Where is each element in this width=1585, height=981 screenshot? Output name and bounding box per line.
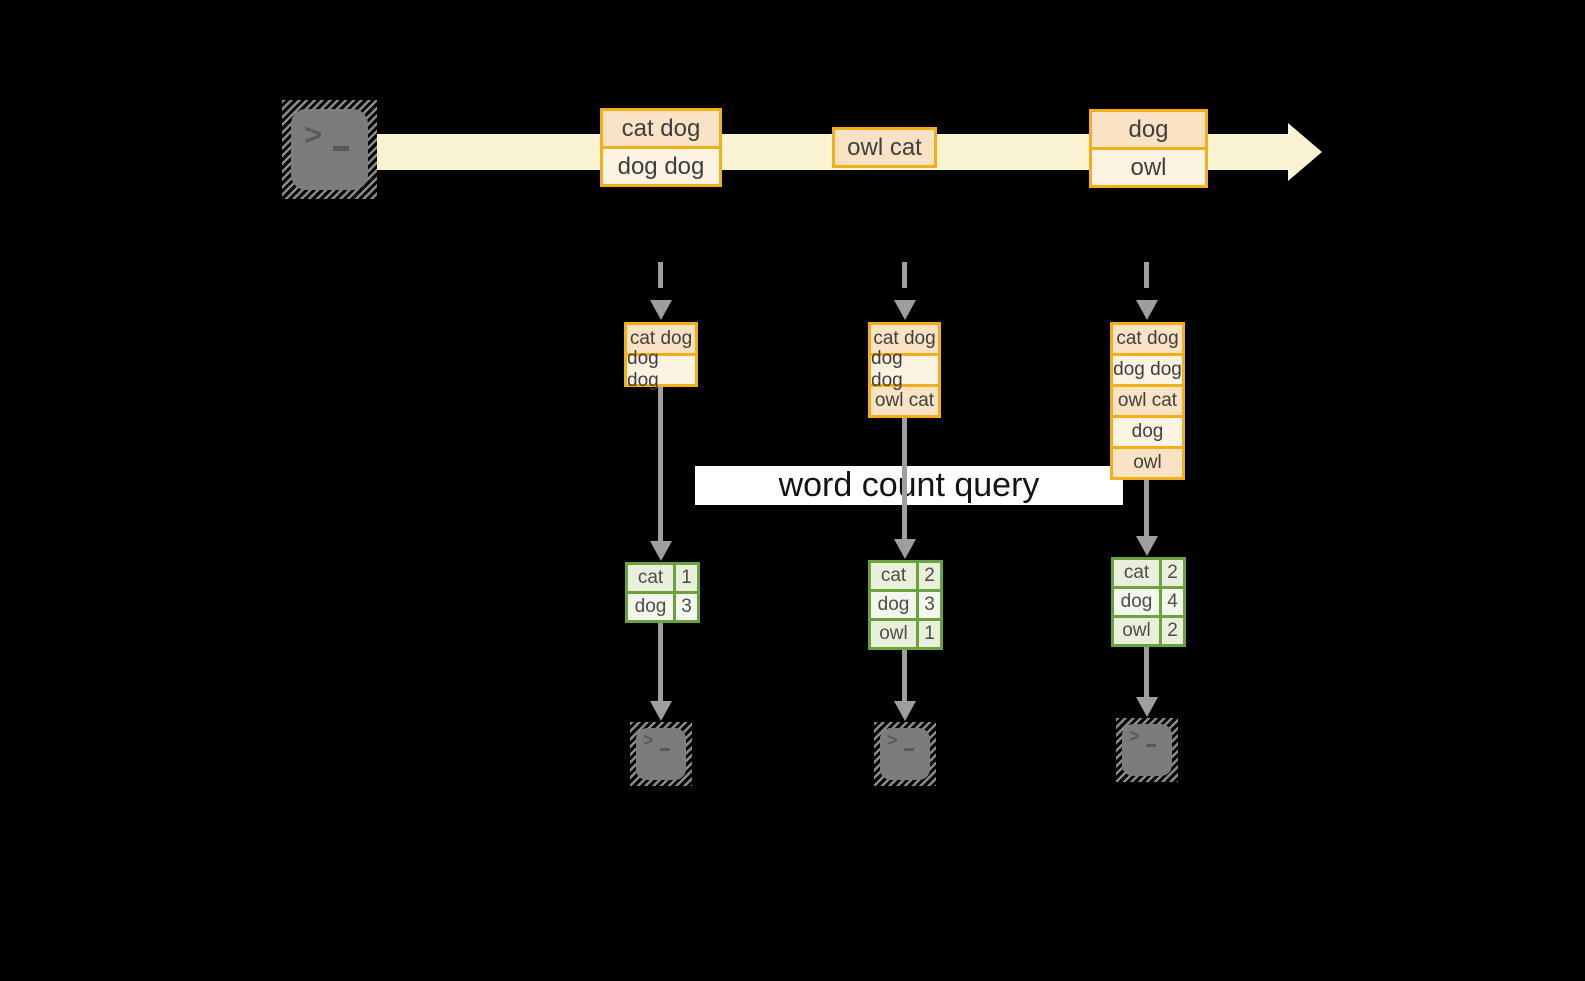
result-row: dog 3: [871, 589, 940, 618]
sink-arrow: [1144, 647, 1149, 697]
stream-event-box: owl cat: [832, 127, 937, 168]
result-word-cell: cat: [880, 565, 907, 586]
terminal-cursor-icon: [904, 748, 914, 751]
buffer-box: cat dog dog dog owl cat: [868, 322, 941, 418]
result-word-cell: dog: [877, 594, 910, 615]
sink-terminal-icon: >: [1116, 718, 1178, 782]
source-terminal-icon: >: [282, 100, 377, 199]
ingest-arrowhead-icon: [1136, 300, 1158, 320]
terminal-prompt-icon: >: [1129, 726, 1140, 746]
buffer-row: dog dog: [871, 348, 938, 391]
result-row: cat 1: [628, 565, 697, 591]
sink-arrow: [658, 623, 663, 701]
result-count-cell: 3: [673, 594, 697, 620]
result-word-cell: owl: [1122, 620, 1151, 641]
terminal-prompt-icon: >: [887, 730, 898, 750]
buffer-row: owl: [1113, 446, 1182, 477]
buffer-row: cat dog: [1113, 325, 1182, 353]
buffer-box: cat dog dog dog: [624, 322, 698, 391]
result-count-cell: 1: [916, 621, 940, 647]
query-label: word count query: [778, 466, 1040, 504]
buffer-box: cat dog dog dog owl cat dog owl: [1110, 322, 1185, 480]
result-row: dog 3: [628, 591, 697, 620]
sink-arrowhead-icon: [894, 701, 916, 721]
ingest-arrow-dashed: [902, 262, 907, 300]
result-count-cell: 2: [916, 563, 940, 589]
stream-arrowhead-icon: [1288, 123, 1322, 181]
buffer-row: dog: [1113, 415, 1182, 446]
terminal-body: >: [636, 728, 686, 780]
terminal-body: >: [880, 728, 930, 780]
query-arrow: [902, 418, 907, 539]
result-count-cell: 2: [1159, 618, 1183, 644]
event-row: dog dog: [603, 146, 719, 184]
sink-arrowhead-icon: [650, 701, 672, 721]
event-row: dog: [1092, 112, 1205, 147]
sink-arrowhead-icon: [1136, 697, 1158, 717]
query-label-bar: word count query: [695, 466, 1123, 505]
query-arrowhead-icon: [894, 539, 916, 559]
stream-event-box: cat dog dog dog: [600, 108, 722, 187]
buffer-row: dog dog: [627, 348, 695, 391]
buffer-row: dog dog: [1113, 353, 1182, 384]
result-row: dog 4: [1114, 586, 1183, 615]
result-table: cat 2 dog 4 owl 2: [1111, 557, 1186, 647]
sink-terminal-icon: >: [874, 722, 936, 786]
event-row: owl: [1092, 147, 1205, 185]
result-word-cell: cat: [637, 567, 664, 588]
sink-terminal-icon: >: [630, 722, 692, 786]
result-row: cat 2: [1114, 560, 1183, 586]
ingest-arrowhead-icon: [650, 300, 672, 320]
buffer-row: cat dog: [627, 325, 695, 353]
result-count-cell: 1: [673, 565, 697, 591]
result-row: owl 1: [871, 618, 940, 647]
result-word-cell: cat: [1123, 562, 1150, 583]
result-table: cat 2 dog 3 owl 1: [868, 560, 943, 650]
result-count-cell: 4: [1159, 589, 1183, 615]
sink-arrow: [902, 650, 907, 701]
terminal-cursor-icon: [660, 748, 670, 751]
result-word-cell: owl: [879, 623, 908, 644]
terminal-cursor-icon: [333, 146, 349, 151]
result-word-cell: dog: [1120, 591, 1153, 612]
stream-event-box: dog owl: [1089, 109, 1208, 188]
result-count-cell: 3: [916, 592, 940, 618]
buffer-row: cat dog: [871, 325, 938, 353]
terminal-body: >: [1122, 724, 1172, 776]
terminal-cursor-icon: [1146, 744, 1156, 747]
terminal-prompt-icon: >: [304, 117, 323, 152]
buffer-row: owl cat: [871, 384, 938, 415]
event-row: cat dog: [603, 111, 719, 146]
query-arrow: [658, 387, 663, 541]
result-row: owl 2: [1114, 615, 1183, 644]
ingest-arrow-dashed: [658, 262, 663, 300]
event-row: owl cat: [835, 130, 934, 165]
result-row: cat 2: [871, 563, 940, 589]
result-word-cell: dog: [634, 596, 667, 617]
result-count-cell: 2: [1159, 560, 1183, 586]
query-arrowhead-icon: [1136, 536, 1158, 556]
terminal-body: >: [291, 109, 368, 190]
query-arrowhead-icon: [650, 541, 672, 561]
buffer-row: owl cat: [1113, 384, 1182, 415]
ingest-arrowhead-icon: [894, 300, 916, 320]
terminal-prompt-icon: >: [643, 730, 654, 750]
result-table: cat 1 dog 3: [625, 562, 700, 623]
ingest-arrow-dashed: [1144, 262, 1149, 300]
query-arrow: [1144, 480, 1149, 536]
